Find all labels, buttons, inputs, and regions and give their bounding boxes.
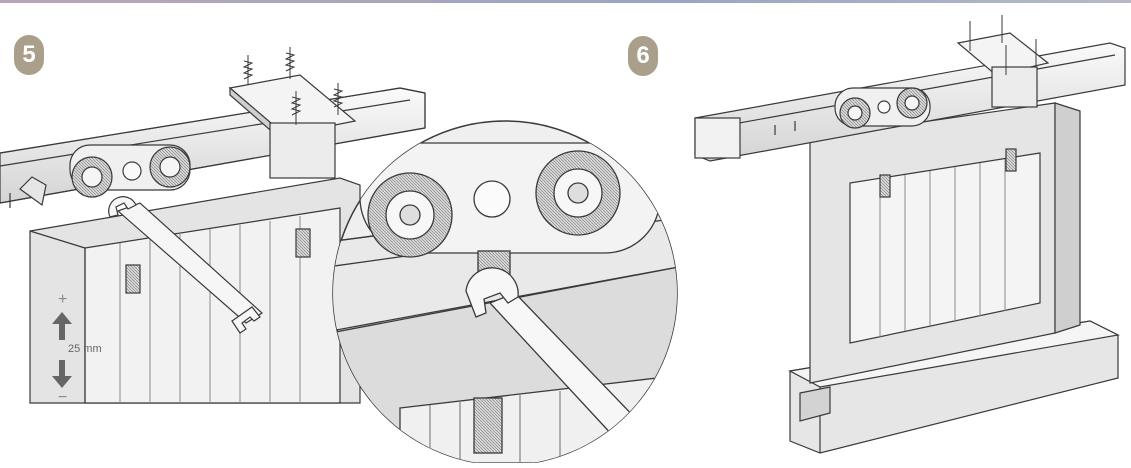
height-adjustment-indicator: + 25 mm − xyxy=(46,290,116,410)
minus-sign: − xyxy=(58,389,68,406)
step6-scene xyxy=(694,15,1126,454)
adjustment-bolt xyxy=(125,228,311,294)
track-rail-left xyxy=(0,87,426,204)
step-number-badge: 6 xyxy=(628,36,658,76)
arrow-down-icon xyxy=(52,360,72,388)
arrow-up-icon xyxy=(52,312,72,340)
top-divider xyxy=(0,0,1131,3)
wrench-icon xyxy=(108,196,263,334)
plus-sign: + xyxy=(58,291,68,308)
mounting-bracket xyxy=(228,47,357,179)
roller-carriage-right xyxy=(774,87,931,135)
screw-icon xyxy=(969,15,1037,75)
screw-icon xyxy=(242,47,344,125)
illustration-canvas xyxy=(0,15,1126,466)
adjustment-arrows xyxy=(52,312,72,388)
installation-illustration: 5 6 + 25 mm − xyxy=(0,3,1131,466)
step5-scene xyxy=(0,47,426,404)
door-panel-left xyxy=(29,177,361,404)
step-number-badge: 5 xyxy=(14,35,44,75)
adjustment-range-label: 25 mm xyxy=(68,343,102,355)
roller-carriage-left xyxy=(9,144,191,208)
door-panel-right xyxy=(809,102,1081,384)
zoom-callout xyxy=(332,120,678,466)
mounting-bracket-right xyxy=(956,15,1050,108)
